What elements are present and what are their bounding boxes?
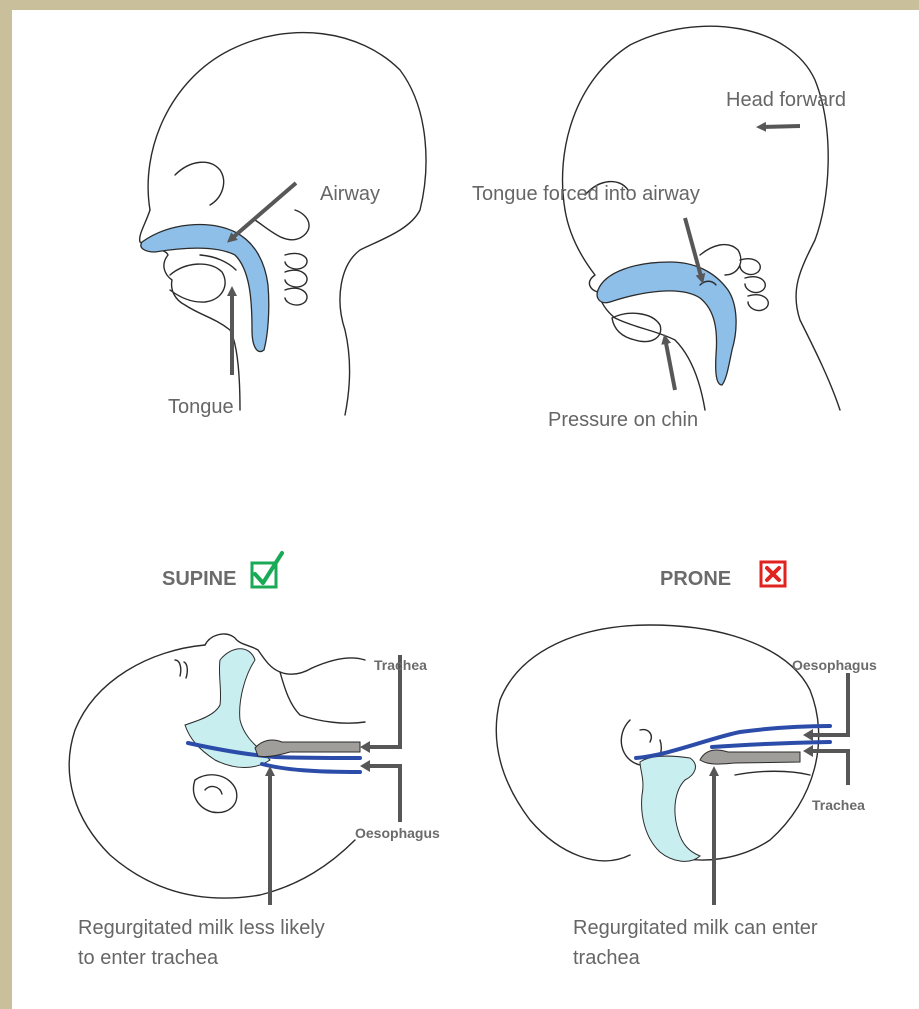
prone-label-trachea: Trachea (812, 797, 865, 813)
pressure-chin-arrow (665, 338, 675, 390)
prone-label-oesophagus: Oesophagus (792, 657, 877, 673)
prone-head-illustration (496, 625, 830, 861)
label-airway: Airway (320, 183, 380, 205)
label-tongue-forced: Tongue forced into airway (472, 183, 700, 205)
red-cross-icon (761, 562, 785, 586)
supine-oesophagus-arrow (365, 766, 400, 822)
supine-label-oesophagus: Oesophagus (355, 825, 440, 841)
airway-arrow (230, 183, 296, 240)
prone-heading: PRONE (660, 568, 731, 590)
supine-caption-line1: Regurgitated milk less likely (78, 917, 325, 939)
supine-heading: SUPINE (162, 568, 236, 590)
green-checkmark-icon (252, 553, 282, 587)
label-tongue: Tongue (168, 396, 234, 418)
prone-caption-line2: trachea (573, 947, 641, 969)
supine-label-trachea: Trachea (374, 657, 427, 673)
label-pressure-chin: Pressure on chin (548, 409, 698, 431)
label-head-forward: Head forward (726, 89, 846, 111)
supine-head-illustration (69, 634, 365, 898)
prone-trachea-arrow (810, 751, 848, 785)
top-left-head-illustration (140, 33, 426, 415)
supine-caption-line2: to enter trachea (78, 947, 219, 969)
top-right-head-illustration (563, 26, 840, 410)
prone-caption-line1: Regurgitated milk can enter (573, 917, 818, 939)
head-forward-arrow (760, 126, 800, 127)
